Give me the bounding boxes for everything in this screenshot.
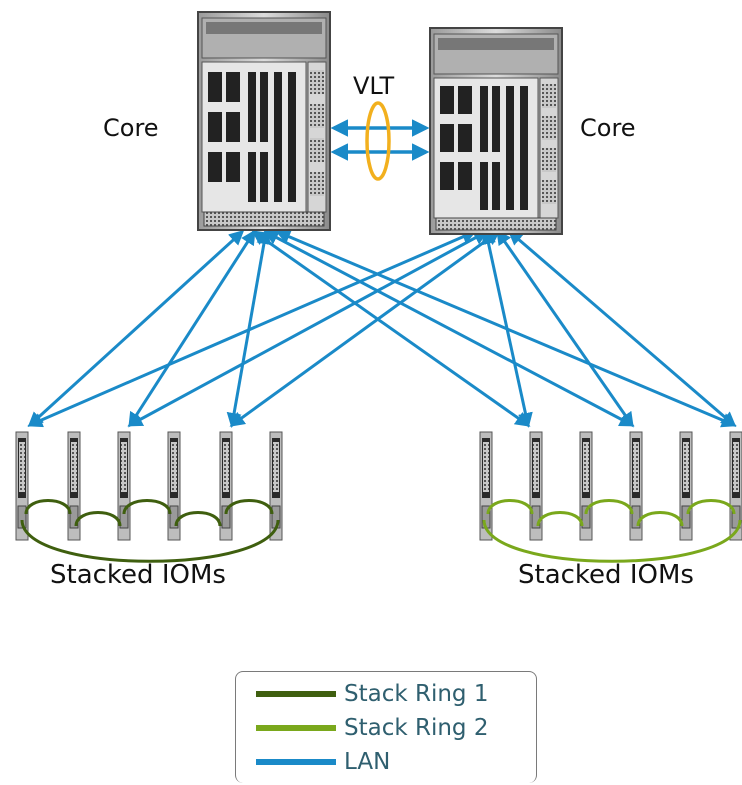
stacked-ioms-right-iom-1 bbox=[479, 431, 493, 541]
lan-link-9 bbox=[263, 230, 635, 427]
core-switch-right bbox=[429, 27, 563, 235]
stacked-ioms-left-label: Stacked IOMs bbox=[50, 560, 226, 590]
legend-item-stack-ring-1: Stack Ring 1 bbox=[256, 678, 488, 710]
stack-ring-left bbox=[20, 499, 280, 563]
lan-links bbox=[27, 229, 737, 428]
vlt-label: VLT bbox=[353, 72, 395, 100]
core-switch-left bbox=[197, 11, 331, 231]
stacked-ioms-right-iom-2 bbox=[529, 431, 543, 541]
legend: Stack Ring 1 Stack Ring 2 LAN bbox=[235, 671, 537, 783]
lan-link-11 bbox=[275, 229, 737, 428]
stacked-ioms-right-label: Stacked IOMs bbox=[518, 560, 694, 590]
vlt-ring bbox=[365, 101, 391, 181]
lan-link-10 bbox=[496, 229, 634, 428]
iom-groups bbox=[15, 431, 742, 541]
lan-link-12 bbox=[507, 230, 737, 427]
legend-label-stack-ring-1: Stack Ring 1 bbox=[344, 681, 489, 707]
legend-swatch-stack-ring-1 bbox=[256, 691, 336, 697]
stacked-ioms-left-iom-4 bbox=[167, 431, 181, 541]
stacked-ioms-right-iom-4 bbox=[629, 431, 643, 541]
legend-label-lan: LAN bbox=[344, 749, 391, 775]
stacked-ioms-left-iom-3 bbox=[117, 431, 131, 541]
lan-link-1 bbox=[27, 229, 245, 428]
legend-item-lan: LAN bbox=[256, 746, 390, 778]
stacked-ioms-left-iom-5 bbox=[219, 431, 233, 541]
vlt-links bbox=[330, 101, 430, 181]
stacked-ioms-right-iom-3 bbox=[579, 431, 593, 541]
legend-label-stack-ring-2: Stack Ring 2 bbox=[344, 715, 489, 741]
lan-link-3 bbox=[128, 229, 256, 428]
legend-swatch-stack-ring-2 bbox=[256, 725, 336, 731]
legend-swatch-lan bbox=[256, 759, 336, 765]
lan-link-4 bbox=[127, 230, 489, 427]
stacked-ioms-left-iom-6 bbox=[269, 431, 283, 541]
stack-ring-right bbox=[482, 499, 742, 563]
legend-item-stack-ring-2: Stack Ring 2 bbox=[256, 712, 488, 744]
lan-link-2 bbox=[27, 229, 477, 428]
lan-link-6 bbox=[229, 230, 501, 427]
stacked-ioms-left-iom-2 bbox=[67, 431, 81, 541]
lan-link-7 bbox=[251, 230, 531, 427]
core-left-label: Core bbox=[103, 114, 159, 142]
core-right-label: Core bbox=[580, 114, 636, 142]
